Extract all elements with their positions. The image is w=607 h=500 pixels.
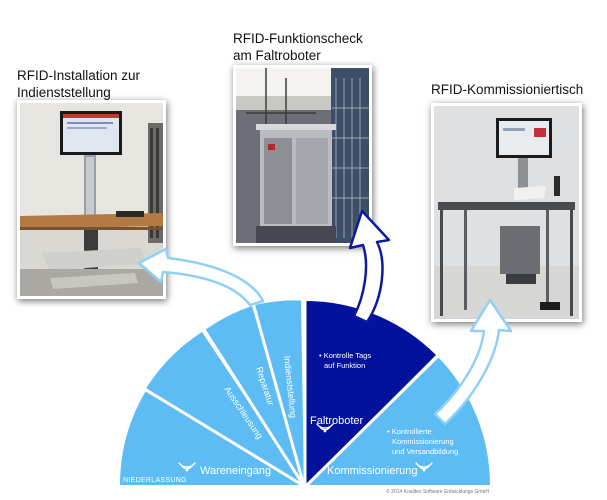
photo-rfid-kommissioniertisch	[431, 103, 582, 322]
rfid-signal-icon	[178, 462, 196, 472]
label-kommissionierung-bullet-2: Kommissionierung	[392, 437, 454, 446]
segment-reparatur	[205, 306, 304, 485]
arrow-to-kommissioniertisch	[433, 298, 513, 426]
label-kommissionierung: Kommissionierung	[327, 465, 417, 477]
label-wareneingang: Wareneingang	[200, 465, 271, 477]
caption-line: am Faltroboter	[233, 48, 321, 63]
rfid-signal-icon	[316, 423, 334, 433]
label-faltroboter-bullet-2: auf Funktion	[324, 361, 365, 370]
caption-rfid-installation: RFID-Installation zur Indienststellung	[17, 67, 140, 101]
segment-kommissionierung	[306, 357, 490, 485]
caption-line: RFID-Funktionscheck	[233, 31, 363, 46]
segment-dividers	[142, 298, 441, 488]
copyright-note: © 2014 Koalitex Software Entwicklungs Gm…	[386, 489, 489, 495]
caption-line: RFID-Kommissioniertisch	[431, 82, 584, 97]
arrow-to-funktionscheck	[348, 209, 391, 324]
segment-ausschleusung	[146, 332, 304, 485]
segment-faltroboter	[306, 301, 436, 485]
label-niederlassung: NIEDERLASSUNG	[123, 477, 187, 484]
label-faltroboter: Faltroboter	[310, 415, 364, 427]
label-kommissionierung-bullet-3: und Versandbildung	[392, 447, 458, 456]
caption-rfid-funktionscheck: RFID-Funktionscheck am Faltroboter	[233, 30, 363, 64]
rfid-signal-icon	[415, 462, 433, 472]
caption-line: RFID-Installation zur	[17, 68, 141, 83]
caption-rfid-kommissioniertisch: RFID-Kommissioniertisch	[431, 81, 583, 98]
label-faltroboter-bullet-1: • Kontrolle Tags	[319, 351, 371, 360]
label-kommissionierung-bullet-1: • Kontrollierte	[387, 427, 432, 436]
segment-wareneingang	[119, 391, 304, 485]
caption-line: Indienststellung	[17, 85, 111, 100]
photo-rfid-funktionscheck	[233, 65, 372, 246]
arrow-to-installation	[137, 247, 265, 307]
